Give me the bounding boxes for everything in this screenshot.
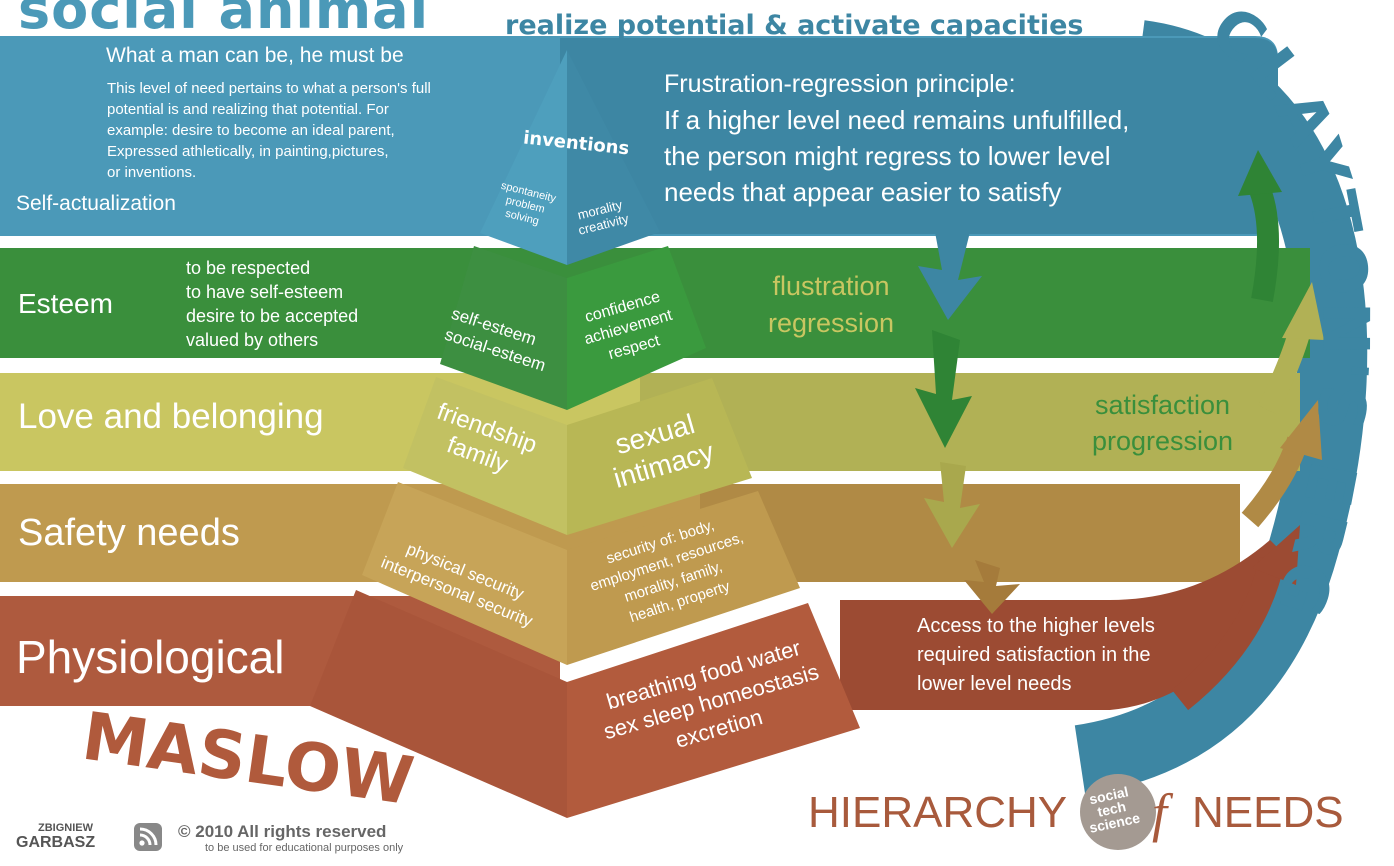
pyramid-safety-left — [362, 482, 567, 665]
of-glyph: f — [1152, 783, 1168, 843]
usage-note: to be used for educational purposes only — [205, 842, 404, 854]
tagline: realize potential & activate capacities — [505, 10, 1084, 41]
arrow-down-olive — [924, 462, 980, 548]
arrow-up-tan-head — [1280, 400, 1322, 460]
pyramid-love-right — [567, 378, 752, 535]
copyright-text: © 2010 All rights reserved — [178, 822, 387, 841]
level-title-self-actualization: Self-actualization — [16, 192, 176, 215]
band-erg-blue — [560, 38, 1278, 234]
self-actualization-description: This level of need pertains to what a pe… — [107, 78, 431, 183]
author-name-bottom: GARBASZ — [16, 834, 96, 851]
pyramid-top-right — [567, 50, 660, 265]
pyramid-esteem-right — [567, 246, 706, 410]
arrow-up-red — [1171, 557, 1285, 711]
pyramid-phys-right — [567, 603, 860, 818]
pyramid-esteem-left — [440, 246, 567, 410]
pyramid-top-left — [480, 50, 567, 265]
description-line: example: desire to become an ideal paren… — [107, 122, 395, 139]
level-title-physiological: Physiological — [16, 631, 285, 683]
rss-icon[interactable] — [134, 823, 162, 851]
arrow-up-green — [1249, 186, 1280, 303]
pyramid-love-left — [403, 377, 567, 535]
hierarchy-title-left: HIERARCHY — [808, 788, 1068, 837]
principle-text: If a higher level need remains unfulfill… — [664, 105, 1130, 207]
description-line: desire to be accepted — [186, 306, 359, 326]
band-love-right — [640, 373, 1300, 471]
description-line: to be respected — [186, 258, 311, 278]
description-line: valued by others — [186, 330, 319, 350]
description-line: or inventions. — [107, 164, 197, 181]
band-physiological-right — [840, 540, 1290, 710]
rss-glyph-icon — [139, 827, 158, 846]
level-title-esteem: Esteem — [18, 288, 113, 319]
arrow-down-green — [915, 330, 972, 448]
description-line: to have self-esteem — [186, 282, 344, 302]
social-tech-science-logo — [1080, 774, 1156, 850]
description-line: potential is and realizing that potentia… — [107, 101, 389, 118]
pyramid-phys-left — [310, 590, 567, 818]
description-line: Expressed athletically, in painting,pict… — [107, 143, 389, 160]
arrow-up-green-head — [1238, 150, 1282, 196]
pyramid-safety-right — [567, 491, 800, 665]
arrow-down-tan — [964, 560, 1020, 614]
self-actualization-quote: What a man can be, he must be — [106, 44, 404, 67]
principle-title: Frustration-regression principle: — [664, 70, 1016, 98]
arrow-up-red-head — [1252, 525, 1300, 585]
level-title-safety: Safety needs — [18, 512, 240, 554]
esteem-description: to be respected to have self-esteem desi… — [186, 256, 358, 352]
author-name-top: ZBIGNIEW — [38, 822, 93, 834]
arrow-up-olive-head — [1282, 282, 1324, 340]
level-title-love: Love and belonging — [18, 397, 324, 436]
description-line: This level of need pertains to what a pe… — [107, 80, 431, 97]
brand-title: social animal — [18, 0, 430, 41]
hierarchy-title-right: NEEDS — [1192, 788, 1344, 837]
arrow-down-blue — [918, 232, 982, 320]
